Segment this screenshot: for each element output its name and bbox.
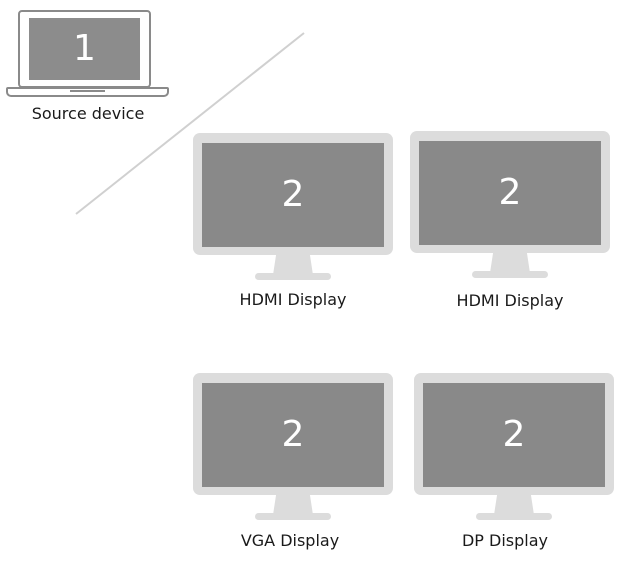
source-number: 1 <box>73 28 96 69</box>
laptop-base <box>6 87 169 97</box>
display-label: DP Display <box>461 531 549 550</box>
display-hdmi-1: 2 <box>193 133 393 283</box>
display-label: HDMI Display <box>239 290 347 309</box>
monitor-stand <box>490 252 530 273</box>
monitor-stand <box>273 494 313 515</box>
display-hdmi-2: 2 <box>410 131 610 281</box>
monitor-icon: 2 <box>410 131 610 253</box>
display-number: 2 <box>498 172 522 213</box>
laptop-icon: 1 <box>18 10 151 88</box>
display-number: 2 <box>281 174 305 215</box>
monitor-screen: 2 <box>202 143 384 247</box>
monitor-screen: 2 <box>423 383 605 487</box>
monitor-base <box>476 513 552 520</box>
display-dp: 2 <box>414 373 614 523</box>
display-vga: 2 <box>193 373 393 523</box>
display-label: VGA Display <box>240 531 340 550</box>
laptop-notch <box>70 90 105 92</box>
monitor-base <box>255 273 331 280</box>
monitor-icon: 2 <box>193 133 393 255</box>
monitor-base <box>255 513 331 520</box>
monitor-icon: 2 <box>193 373 393 495</box>
monitor-base <box>472 271 548 278</box>
display-number: 2 <box>502 414 526 455</box>
monitor-icon: 2 <box>414 373 614 495</box>
source-label: Source device <box>31 104 145 123</box>
monitor-stand <box>273 254 313 275</box>
display-number: 2 <box>281 414 305 455</box>
monitor-screen: 2 <box>202 383 384 487</box>
monitor-stand <box>494 494 534 515</box>
monitor-screen: 2 <box>419 141 601 245</box>
laptop-screen: 1 <box>29 18 140 80</box>
display-label: HDMI Display <box>456 291 564 310</box>
